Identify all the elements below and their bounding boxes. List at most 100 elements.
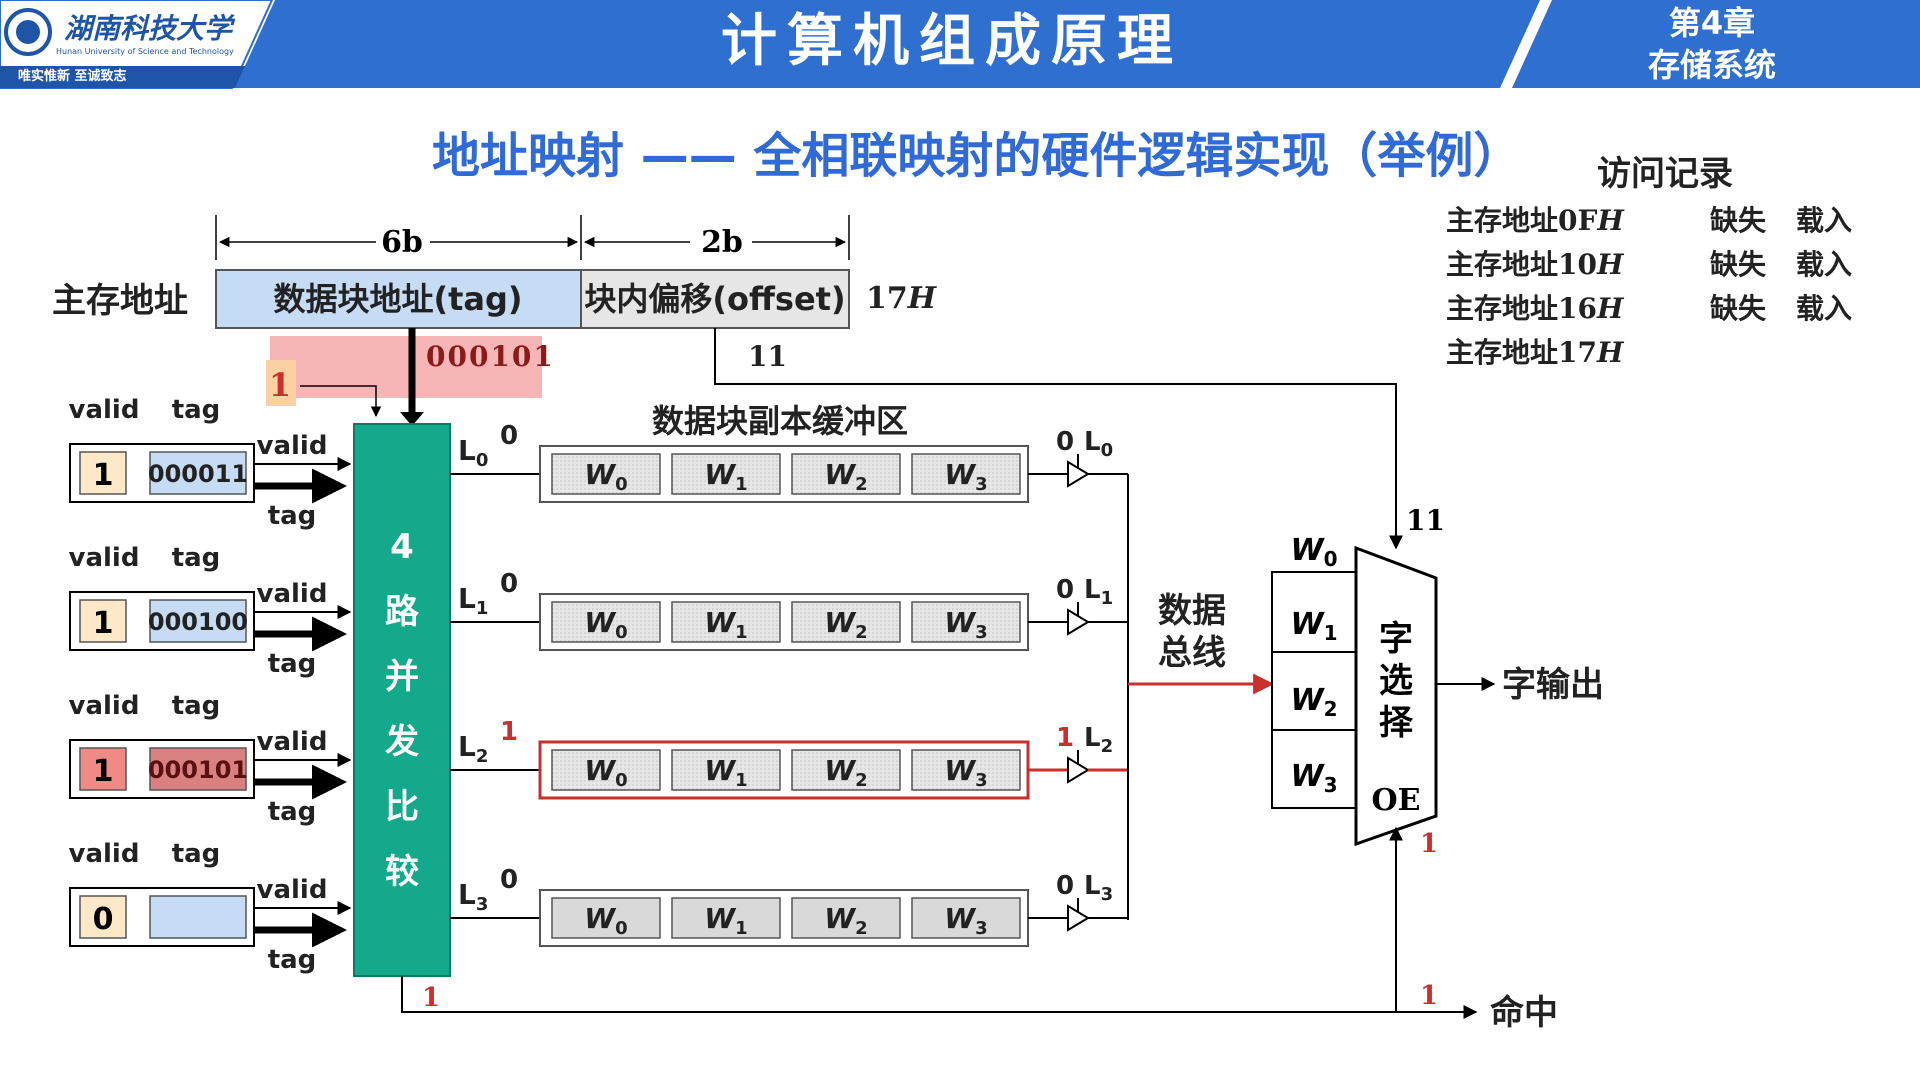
gate-enable-label: L1 xyxy=(1084,575,1113,609)
university-english: Hunan University of Science and Technolo… xyxy=(56,47,234,56)
valid-input-wire xyxy=(300,385,382,418)
register-valid-header: valid xyxy=(69,543,140,573)
tag-signal-label: tag xyxy=(268,797,317,827)
register-tag-value: 000100 xyxy=(148,608,248,636)
comparator-label-char: 并 xyxy=(385,657,419,697)
line-select-label: L0 xyxy=(458,434,488,471)
mux-body xyxy=(1354,545,1438,847)
register-tag-cell xyxy=(149,451,247,495)
cache-word-cell xyxy=(671,749,781,791)
cache-word-label: W2 xyxy=(824,754,867,791)
line-select-label: L1 xyxy=(458,582,488,619)
offset-bits-value: 11 xyxy=(748,340,787,373)
mux-label-char: 择 xyxy=(1379,703,1414,743)
hit-output-wire xyxy=(401,976,1478,1019)
mux-label-char: 字 xyxy=(1379,619,1413,659)
gate-enable-label: L2 xyxy=(1084,723,1113,757)
register-tag-header: tag xyxy=(172,839,221,869)
register-tag-header: tag xyxy=(172,543,221,573)
cache-word-cell xyxy=(671,453,781,495)
main-memory-address-label: 主存地址 xyxy=(52,281,188,321)
course-title-band xyxy=(235,0,1540,88)
cache-word-cell xyxy=(551,749,661,791)
comparator-label-char: 发 xyxy=(385,722,419,762)
register-tag-value: 000101 xyxy=(148,756,248,784)
cache-word-label: W0 xyxy=(584,754,627,791)
register-tag-header: tag xyxy=(172,691,221,721)
course-title: 计算机组成原理 xyxy=(721,9,1183,74)
line-select-label: L2 xyxy=(458,730,488,767)
university-motto: 唯实惟新 至诚致志 xyxy=(18,68,127,84)
cache-word-label: W1 xyxy=(704,606,747,643)
register-valid-cell xyxy=(79,747,127,791)
cache-word-cell xyxy=(791,897,901,939)
mux-input-label: W3 xyxy=(1290,759,1337,797)
comparator-label-char: 较 xyxy=(385,852,419,892)
cache-word-label: W0 xyxy=(584,458,627,495)
register-tag-cell xyxy=(149,599,247,643)
mux-input-label: W0 xyxy=(1290,533,1337,571)
offset-field xyxy=(580,269,850,329)
register-valid-header: valid xyxy=(69,691,140,721)
mux-oe-label: OE xyxy=(1372,783,1421,818)
cache-word-cell xyxy=(911,453,1021,495)
gate-enable-label: L3 xyxy=(1084,871,1113,905)
tag-bits-highlight xyxy=(270,336,542,398)
cache-word-label: W3 xyxy=(944,902,987,939)
comparator-hit-value: 1 xyxy=(422,983,440,1013)
parallel-comparator xyxy=(353,423,451,977)
cache-word-cell xyxy=(551,453,661,495)
comparator-label-char: 比 xyxy=(385,787,419,827)
cache-word-cell xyxy=(911,897,1021,939)
gate-enable-value: 0 xyxy=(1056,575,1074,605)
comparator-label-char: 4 xyxy=(390,527,414,567)
register-tag-cell xyxy=(149,747,247,791)
register-valid-value: 1 xyxy=(93,606,114,641)
cache-word-cell xyxy=(551,897,661,939)
offset-field-label: 块内偏移(offset) xyxy=(584,280,845,318)
tag-signal-label: tag xyxy=(268,945,317,975)
oe-value: 1 xyxy=(1420,829,1438,859)
access-log-result: 缺失 xyxy=(1710,292,1767,325)
register-tag-cell xyxy=(149,895,247,939)
register-valid-value: 1 xyxy=(93,754,114,789)
tag-signal-label: tag xyxy=(268,501,317,531)
cache-word-label: W0 xyxy=(584,606,627,643)
gate-enable-value: 0 xyxy=(1056,427,1074,457)
university-name: 湖南科技大学 xyxy=(64,12,236,45)
cache-word-label: W1 xyxy=(704,754,747,791)
access-log-result: 缺失 xyxy=(1710,204,1767,237)
header-bar: 湖南科技大学 Hunan University of Science and T… xyxy=(0,0,1920,89)
register-tag-value: 000011 xyxy=(148,460,248,488)
cache-word-label: W3 xyxy=(944,606,987,643)
university-logo-inner xyxy=(16,20,40,44)
access-log-address: 主存地址0FH xyxy=(1446,204,1625,237)
mux-label-char: 选 xyxy=(1379,661,1413,701)
access-log-action: 载入 xyxy=(1796,248,1852,281)
slide-title: 地址映射 —— 全相联映射的硬件逻辑实现（举例） xyxy=(432,128,1521,184)
cache-word-cell xyxy=(911,601,1021,643)
address-format: 6b 2b 主存地址 数据块地址(tag) 块内偏移(offset) 17H 1… xyxy=(52,215,938,406)
access-log-action: 载入 xyxy=(1796,292,1852,325)
line-select-value: 1 xyxy=(500,717,518,747)
valid-input-value: 1 xyxy=(269,366,291,404)
word-output-label: 字输出 xyxy=(1502,665,1604,705)
cache-word-label: W2 xyxy=(824,606,867,643)
tag-signal-label: tag xyxy=(268,649,317,679)
register-valid-header: valid xyxy=(69,839,140,869)
register-tag-header: tag xyxy=(172,395,221,425)
mux-input-label: W2 xyxy=(1290,683,1337,721)
line-select-value: 0 xyxy=(500,569,518,599)
mux-select-value: 11 xyxy=(1406,504,1445,537)
line-select-value: 0 xyxy=(500,865,518,895)
cache-word-label: W1 xyxy=(704,902,747,939)
tag-bits-value: 000101 xyxy=(426,340,555,373)
cache-word-label: W3 xyxy=(944,458,987,495)
access-log-title: 访问记录 xyxy=(1597,154,1733,194)
cache-word-cell xyxy=(671,897,781,939)
